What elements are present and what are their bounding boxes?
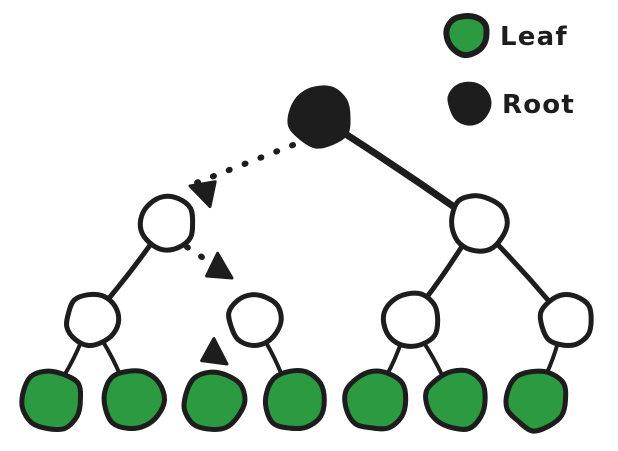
legend-item-leaf: Leaf	[443, 12, 568, 59]
node-level3-d[interactable]	[537, 292, 594, 348]
leaf-node-1[interactable]	[19, 368, 84, 433]
leaf-node-5[interactable]	[342, 368, 409, 432]
leaf-node-6[interactable]	[423, 367, 488, 432]
leaf-node-2[interactable]	[101, 368, 168, 432]
edges-layer	[62, 129, 560, 378]
edge-level2left-to-level3a	[104, 240, 155, 304]
root-swatch-circle	[447, 81, 492, 126]
edge-level3a-to-leaf2	[100, 339, 123, 378]
edge-level2right-to-level3c	[422, 241, 466, 302]
node-level2-left[interactable]	[137, 193, 196, 253]
node-level3-a[interactable]	[64, 291, 122, 349]
edge-level3d-to-leaf7	[544, 340, 560, 376]
node-level2-right[interactable]	[449, 193, 510, 254]
leaf-node-4[interactable]	[262, 368, 327, 432]
traversal-arrow-root-to-level2left-arrowhead-icon	[188, 180, 217, 209]
legend-label-leaf: Leaf	[500, 22, 568, 52]
node-level3-b[interactable]	[226, 292, 284, 348]
node-level3-c[interactable]	[380, 290, 441, 349]
edge-level3c-to-leaf6	[421, 339, 445, 378]
edge-level2right-to-level3d	[493, 239, 553, 305]
leaf-swatch-circle	[443, 12, 490, 59]
traversal-arrows-layer	[184, 142, 296, 366]
node-root[interactable]	[287, 85, 351, 149]
traversal-arrow-level2left-to-level3b	[184, 244, 234, 280]
legend-item-root: Root	[447, 81, 575, 126]
traversal-arrow-root-to-level2left-dotted-line	[193, 142, 296, 186]
traversal-arrow-level3b-to-leaf3	[200, 337, 229, 366]
nodes-layer	[19, 85, 594, 434]
edge-level3a-to-leaf1	[62, 339, 84, 377]
edge-level3c-to-leaf5	[385, 340, 403, 377]
legend-label-root: Root	[502, 90, 575, 120]
traversal-arrow-root-to-level2left	[188, 142, 296, 209]
leaf-node-3[interactable]	[181, 369, 248, 432]
leaf-node-7[interactable]	[503, 368, 569, 434]
edge-root-to-level2-right	[339, 129, 460, 212]
traversal-arrow-level2left-to-level3b-arrowhead-icon	[205, 251, 234, 280]
traversal-arrow-level3b-to-leaf3-arrowhead-icon	[200, 337, 229, 366]
edge-level3b-to-leaf4	[263, 339, 284, 377]
